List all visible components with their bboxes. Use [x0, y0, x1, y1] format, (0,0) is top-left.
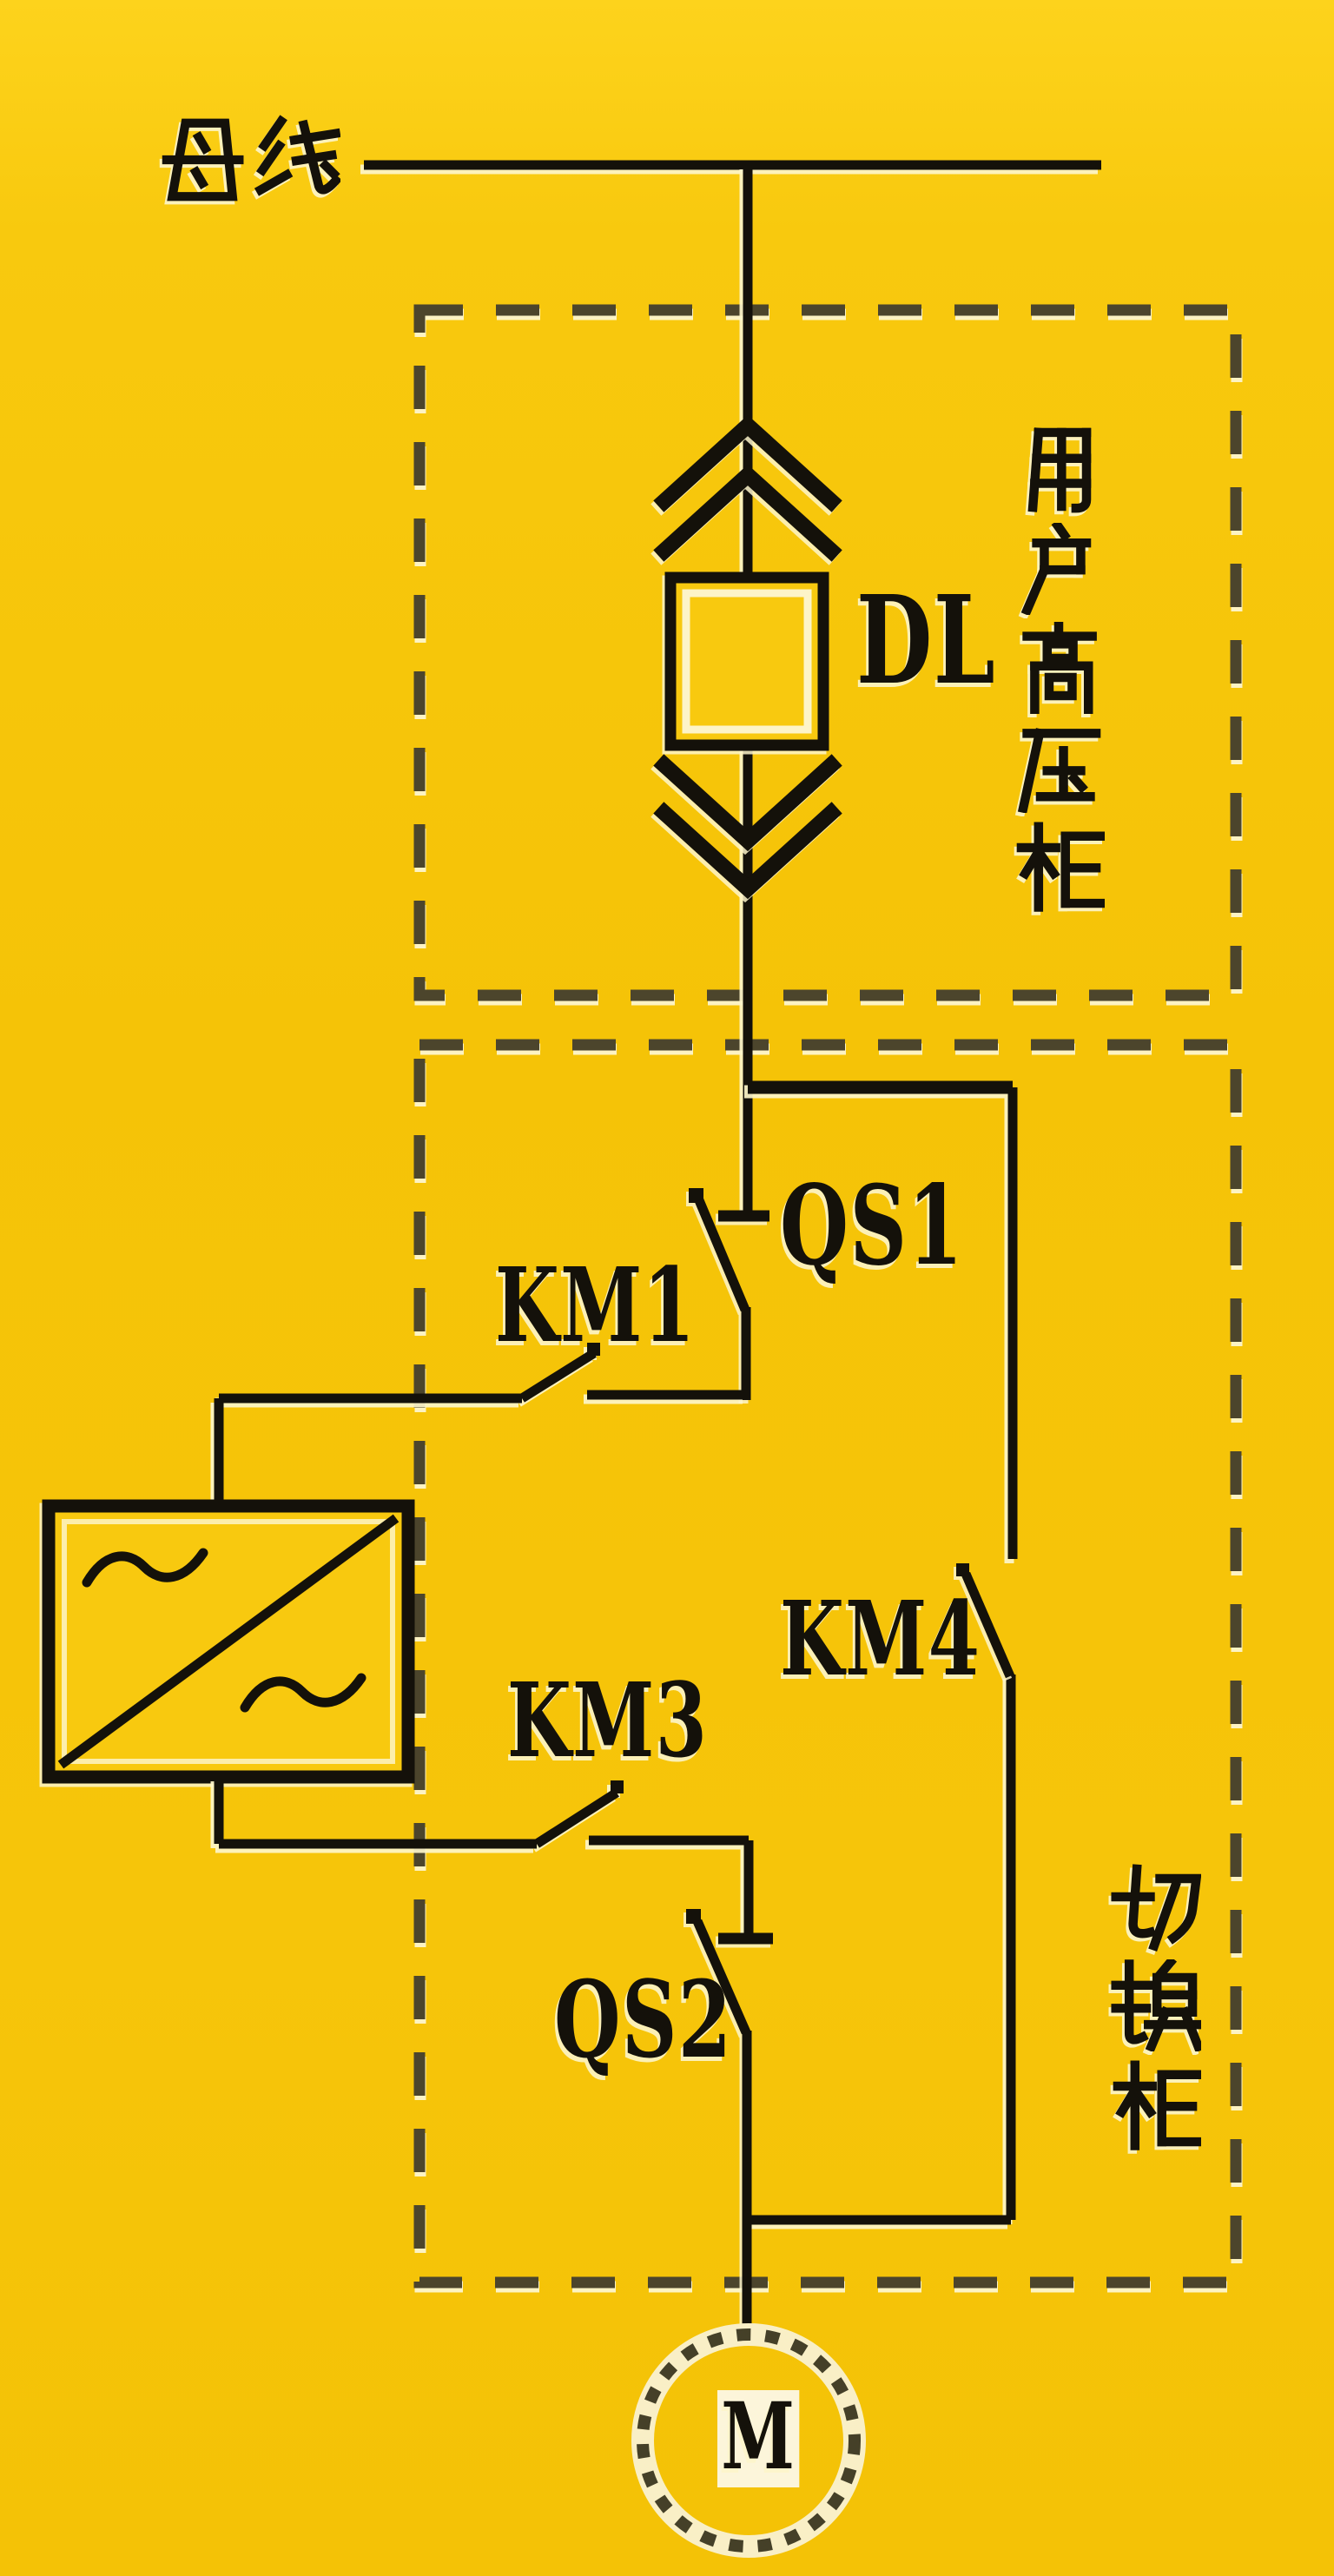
hanzi-glyph — [1027, 427, 1092, 513]
ac-wave-top-icon — [82, 1548, 208, 1588]
inverter-box — [42, 1499, 415, 1784]
switch-cabinet-dashed-border — [413, 1039, 1242, 2289]
hanzi-glyph — [1016, 822, 1105, 912]
hanzi-glyph — [1111, 1864, 1201, 1952]
motor-letter-badge: M — [717, 2390, 800, 2487]
qs1-disconnector-symbol — [689, 1188, 769, 1400]
km4-contactor-symbol — [956, 1563, 1015, 1679]
hanzi-glyph — [1020, 523, 1092, 615]
motor-label: M — [717, 2390, 800, 2487]
busbar-label — [156, 115, 340, 205]
hanzi-glyph — [162, 118, 244, 201]
qs2-disconnector-symbol — [686, 1909, 773, 2338]
km4-label: KM4 — [780, 1578, 981, 1699]
switch-cabinet-label — [1109, 1860, 1201, 2150]
km3-contactor-symbol — [214, 1777, 754, 1935]
qs1-label: QS1 — [780, 1161, 964, 1290]
hanzi-glyph — [1113, 2060, 1201, 2150]
hanzi-glyph — [254, 115, 340, 196]
drawout-contact-bottom-icon — [653, 754, 842, 900]
km1-label: KM1 — [495, 1245, 697, 1365]
hanzi-glyph — [1111, 1959, 1201, 2051]
hanzi-glyph — [1017, 728, 1101, 813]
breaker-label: DL — [856, 570, 997, 712]
km1-contactor-symbol — [214, 1343, 746, 1506]
hv-cabinet-label — [1013, 424, 1105, 912]
motor-circle — [631, 2323, 866, 2558]
ac-wave-bottom-icon — [240, 1673, 367, 1713]
breaker-dl-box — [664, 571, 829, 751]
inverter-diagonal — [57, 1514, 400, 1769]
qs2-label: QS2 — [554, 1957, 733, 2082]
km3-label: KM3 — [507, 1660, 709, 1780]
hv-cabinet-dashed-border — [413, 304, 1242, 1001]
hanzi-glyph — [1022, 622, 1097, 714]
km4-branch-line — [748, 1080, 1018, 2225]
drawout-contact-top-icon — [653, 414, 842, 562]
